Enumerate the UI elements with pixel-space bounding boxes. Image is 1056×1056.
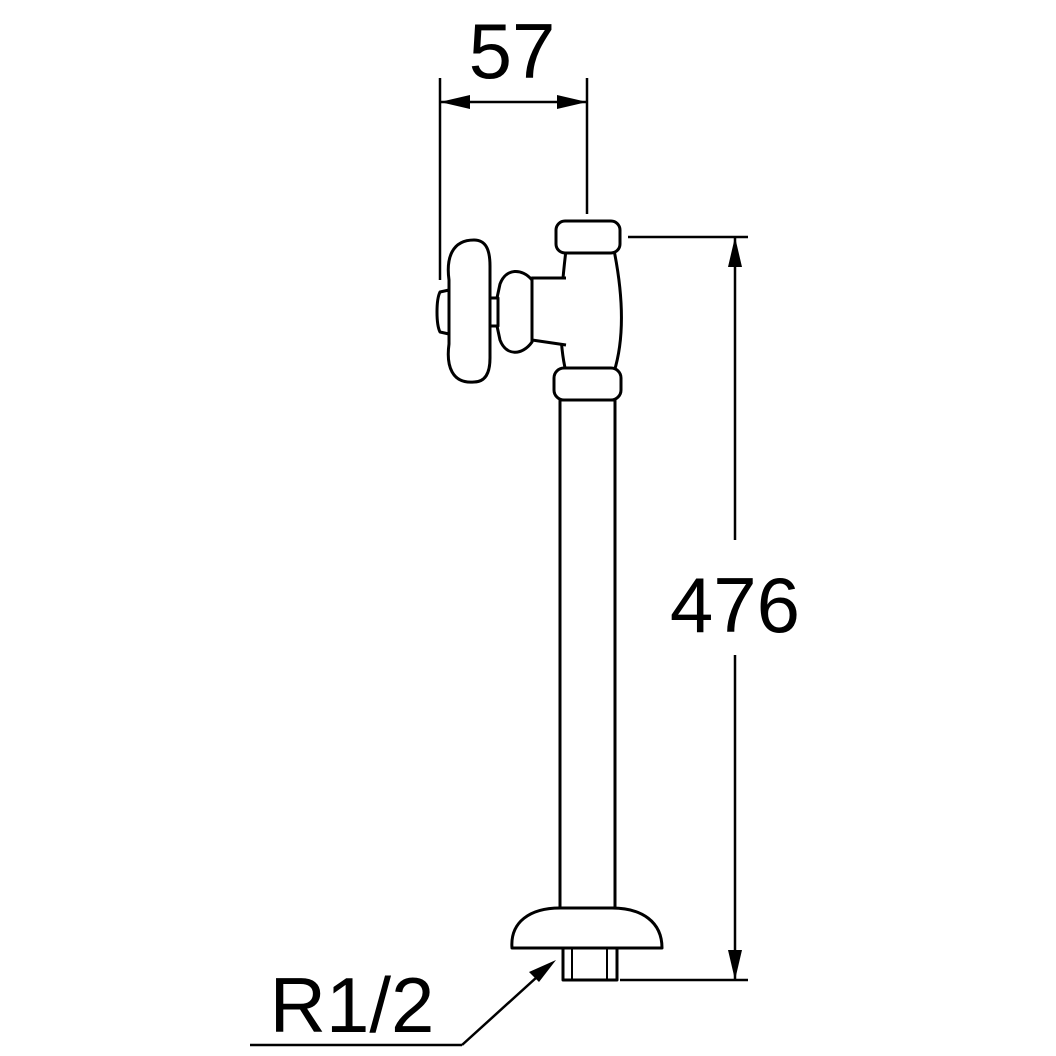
thread-callout-label: R1/2	[270, 961, 435, 1049]
dimension-57: 57	[438, 7, 589, 280]
valve-top-cap	[554, 219, 622, 255]
thread-callout-leader	[461, 966, 549, 1046]
escutcheon-flange	[510, 906, 664, 950]
valve-side-outlet	[530, 276, 567, 347]
valve-handle	[446, 238, 492, 384]
valve-assembly	[435, 219, 664, 982]
valve-body	[559, 248, 623, 374]
dimension-57-arrow-left	[440, 95, 470, 109]
dimension-57-label: 57	[469, 7, 556, 95]
valve-stem-neck	[495, 270, 534, 354]
valve-collar-ring	[552, 366, 623, 402]
valve-handle-cap	[435, 288, 451, 336]
dimension-476: 476	[620, 235, 800, 982]
thread-callout: R1/2	[250, 960, 556, 1049]
dimension-476-arrow-top	[728, 237, 742, 267]
dimension-476-label: 476	[670, 561, 800, 649]
thread-callout-arrow	[529, 960, 556, 982]
pipe	[558, 398, 617, 910]
dimension-476-arrow-bottom	[728, 950, 742, 980]
dimension-57-arrow-right	[557, 95, 587, 109]
